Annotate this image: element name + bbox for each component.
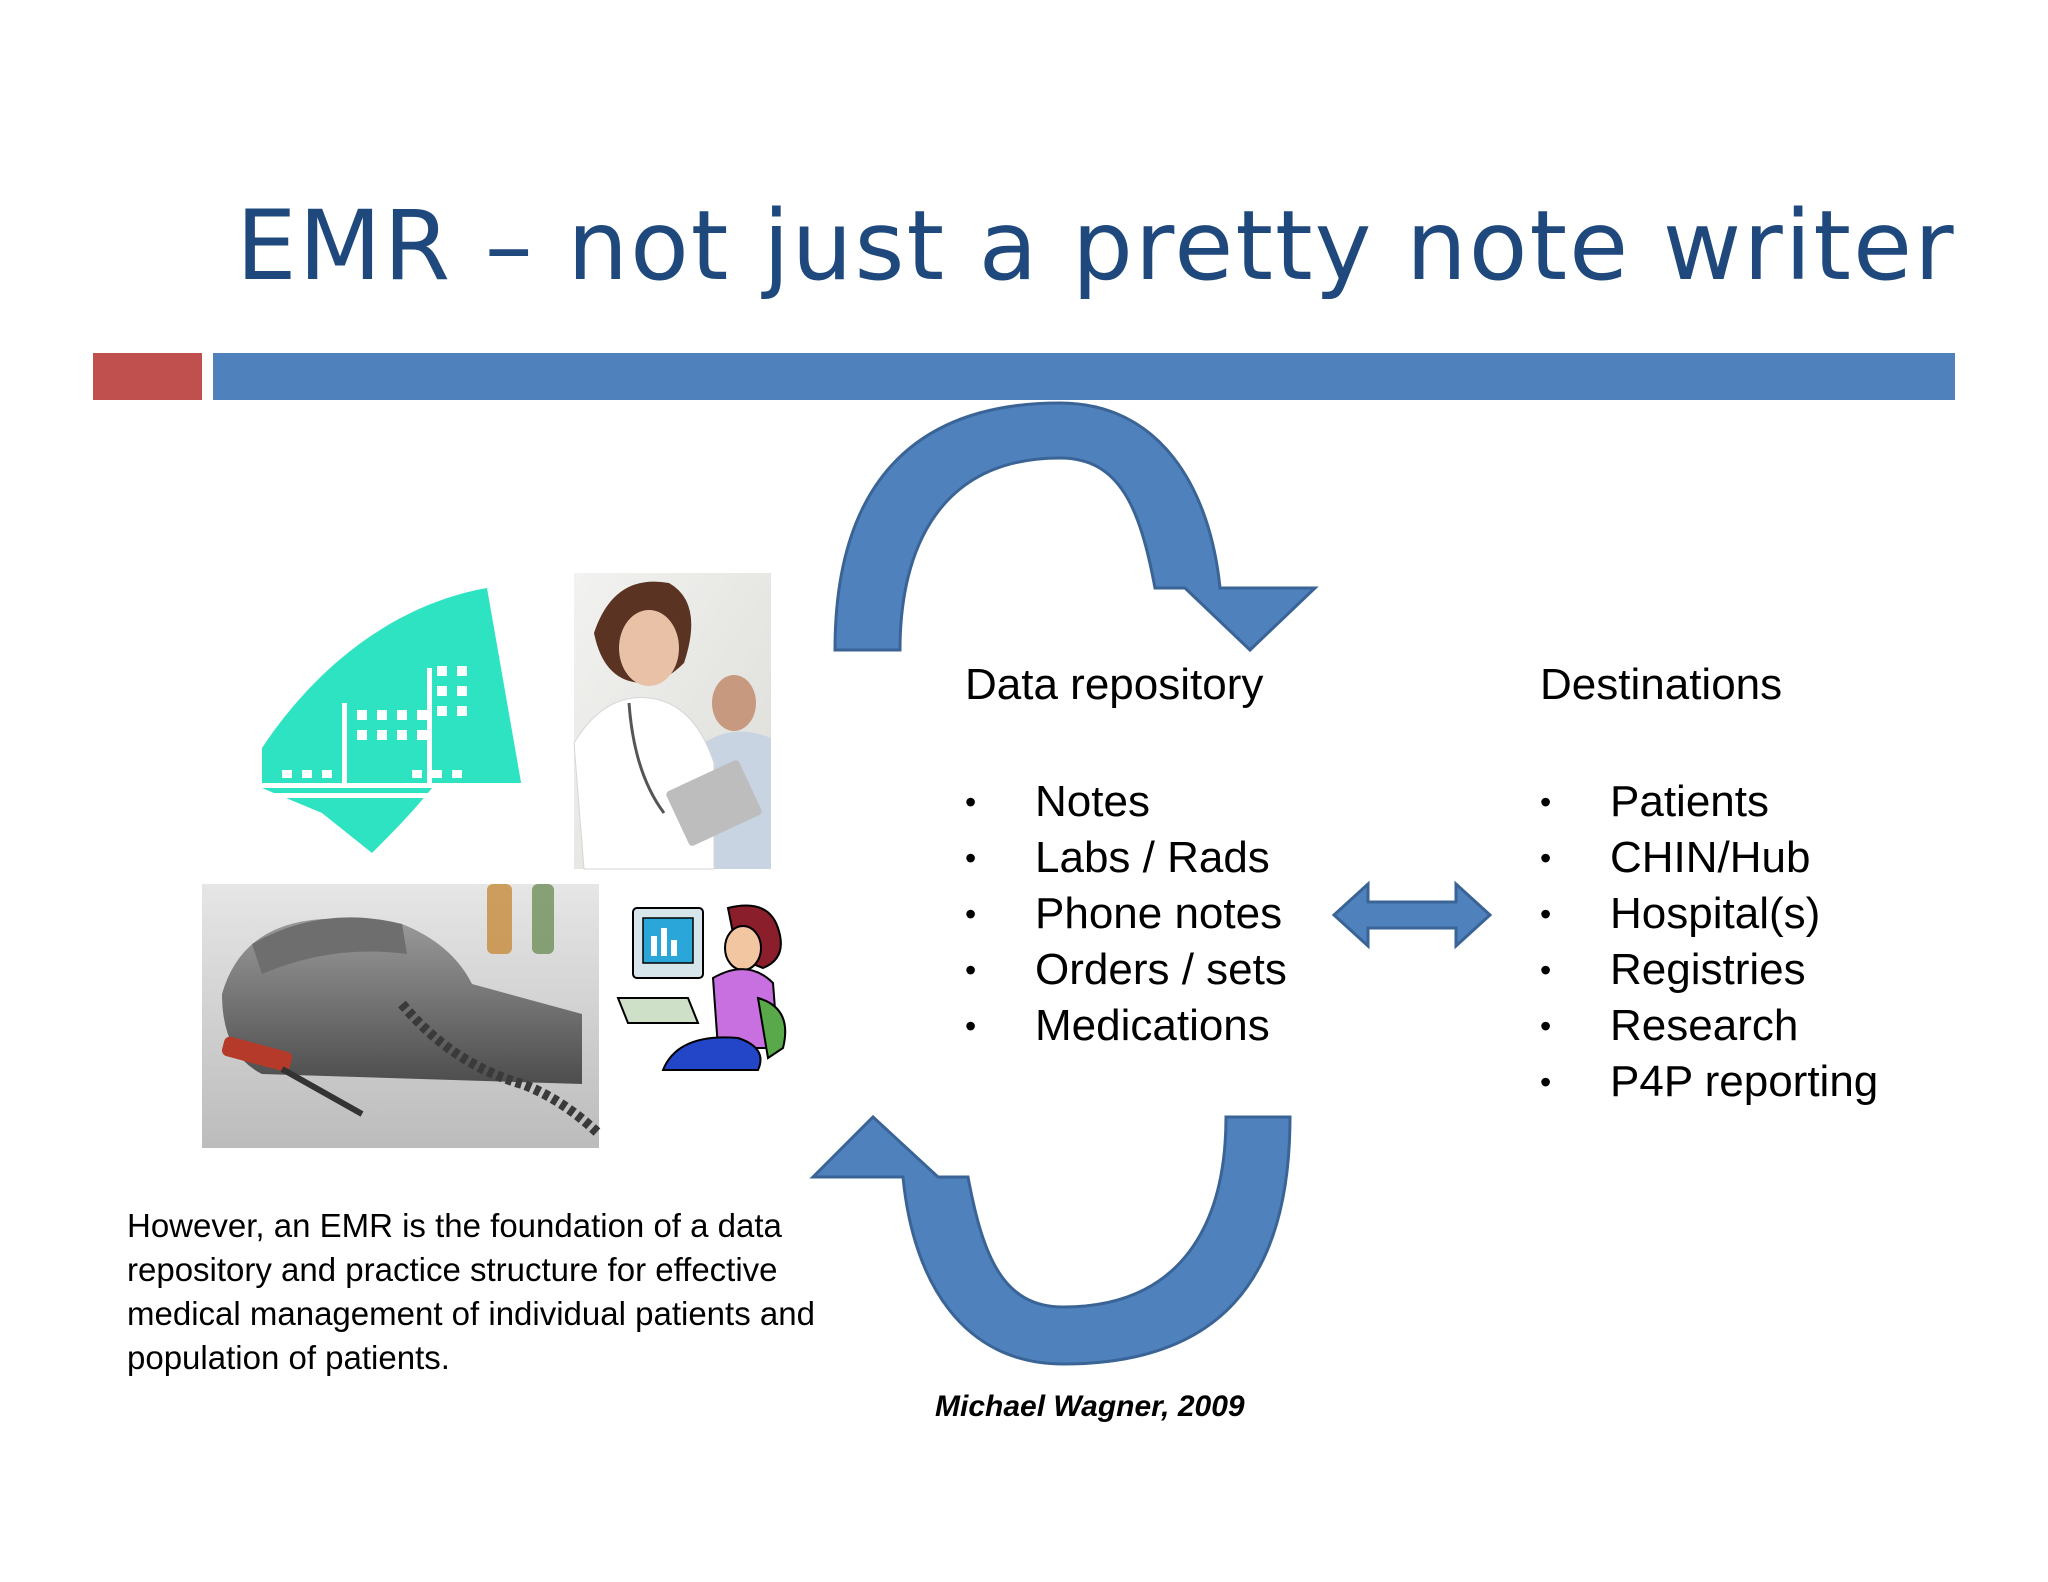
- bullet-glyph: •: [1540, 1064, 1552, 1100]
- bidirectional-arrow: [1331, 880, 1493, 950]
- hospital-icon: [262, 588, 522, 853]
- citation: Michael Wagner, 2009: [935, 1390, 1245, 1423]
- bullet-glyph: •: [965, 840, 977, 876]
- slide-title: EMR – not just a pretty note writer: [236, 190, 1956, 302]
- bullet-glyph: •: [965, 784, 977, 820]
- cycle-arrow-top: [833, 401, 1319, 653]
- bullet-glyph: •: [1540, 784, 1552, 820]
- repository-heading: Data repository: [965, 660, 1264, 709]
- bullet-glyph: •: [965, 1008, 977, 1044]
- destinations-heading: Destinations: [1540, 660, 1783, 709]
- doctor-photo: [573, 573, 771, 870]
- title-accent-bar-red: [93, 353, 202, 400]
- footnote-text: However, an EMR is the foundation of a d…: [127, 1207, 815, 1376]
- bullet-glyph: •: [1540, 840, 1552, 876]
- bullet-glyph: •: [1540, 896, 1552, 932]
- title-accent-bar-blue: [213, 353, 1955, 400]
- bullet-glyph: •: [965, 896, 977, 932]
- bullet-glyph: •: [1540, 952, 1552, 988]
- cycle-arrow-bottom: [809, 1114, 1292, 1366]
- telephone-photo: [202, 884, 603, 1148]
- bullet-glyph: •: [1540, 1008, 1552, 1044]
- computer-user-clipart: [616, 904, 787, 1071]
- bullet-glyph: •: [965, 952, 977, 988]
